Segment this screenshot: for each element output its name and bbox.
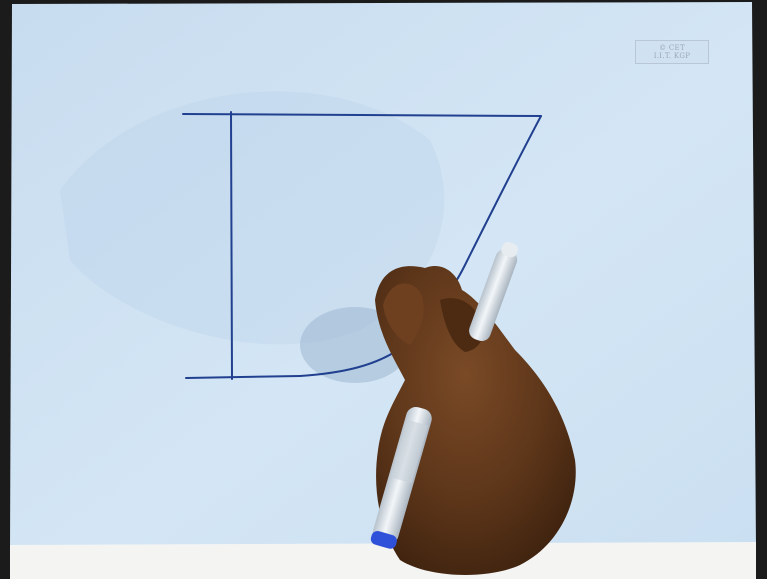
- watermark-logo: © CET I.I.T. KGP: [635, 40, 709, 64]
- vertical-line: [231, 112, 232, 379]
- watermark-line1: © CET: [659, 44, 685, 52]
- paper-bottom-strip: [10, 542, 756, 579]
- watermark-line2: I.I.T. KGP: [654, 52, 691, 60]
